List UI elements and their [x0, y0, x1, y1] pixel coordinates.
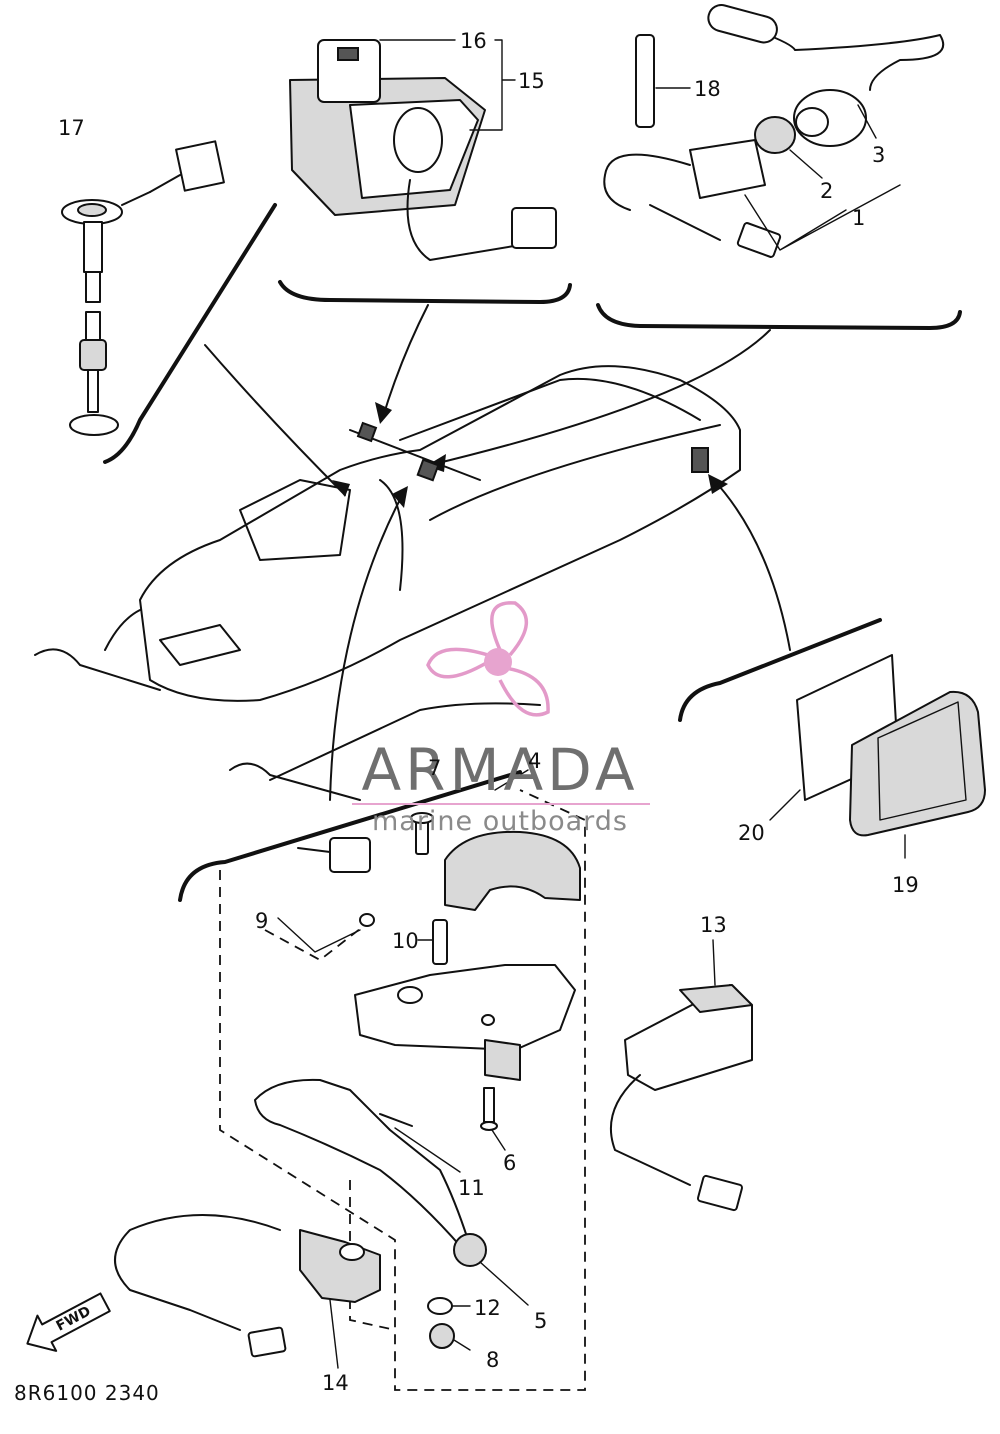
arrow-head	[392, 486, 408, 508]
collar-10	[432, 919, 448, 965]
watermark-propeller-logo	[426, 601, 550, 717]
throttle-sensor-switch-14	[114, 1214, 381, 1358]
dash-guide	[349, 1180, 396, 1331]
callout-4: 4	[528, 749, 541, 773]
leader-8	[453, 1339, 471, 1351]
leader-20	[769, 789, 801, 821]
callout-2: 2	[820, 179, 833, 203]
callout-1: 1	[852, 206, 865, 230]
tail-light	[796, 654, 986, 837]
callout-13: 13	[700, 913, 727, 937]
callout-15: 15	[518, 69, 545, 93]
callout-10: 10	[392, 929, 419, 953]
callout-12: 12	[474, 1296, 501, 1320]
throttle-lever	[254, 1078, 487, 1267]
reference-code: 8R6100 2340	[14, 1381, 160, 1405]
leader-6	[491, 1129, 506, 1151]
dash-frame-main	[219, 789, 586, 1391]
screw-6	[480, 1087, 498, 1131]
group-bracket-taillight	[678, 618, 882, 722]
group-bracket-middle	[278, 280, 572, 304]
pivot-bolt-7	[410, 812, 434, 855]
leader-15	[469, 39, 516, 131]
leader-13	[712, 939, 716, 986]
leader-2	[789, 149, 823, 179]
callout-18: 18	[694, 77, 721, 101]
dash-frame-inner	[264, 924, 366, 962]
leader-11	[394, 1127, 461, 1173]
group-bracket-right	[596, 303, 962, 330]
screw-11	[379, 1113, 413, 1127]
throttle-housing-base	[354, 964, 576, 1081]
callout-7: 7	[428, 756, 441, 780]
callout-20: 20	[738, 821, 765, 845]
main-switch-assembly	[603, 4, 945, 258]
nut-12	[427, 1297, 453, 1315]
watermark-tagline: marine outboards	[372, 806, 628, 837]
leader-4	[494, 769, 529, 791]
callout-9: 9	[255, 909, 268, 933]
callout-8: 8	[486, 1348, 499, 1372]
nut-8	[429, 1323, 455, 1349]
leader-14	[329, 1299, 339, 1369]
callout-16: 16	[460, 29, 487, 53]
cdi-unit-assembly	[289, 39, 557, 261]
callout-19: 19	[892, 873, 919, 897]
fuel-gauge-sender	[61, 140, 225, 436]
callout-3: 3	[872, 143, 885, 167]
leader-ignition-group	[204, 344, 346, 496]
group-bracket-left	[103, 203, 277, 464]
small-switch-9	[297, 837, 375, 927]
callout-17: 17	[58, 116, 85, 140]
leader-9	[277, 917, 361, 953]
leader-throttle-group	[329, 489, 406, 801]
callout-5: 5	[534, 1309, 547, 1333]
cdi-module-13	[609, 984, 753, 1212]
group-bracket-throttle	[178, 770, 522, 902]
leader-taillight-group	[711, 477, 791, 651]
leader-5	[479, 1261, 529, 1306]
forward-direction-arrow	[26, 1292, 111, 1352]
leader-switch-group	[429, 329, 771, 466]
watermark-brand: ARMADA	[361, 736, 638, 804]
leader-cdi-group	[381, 304, 429, 421]
callout-6: 6	[503, 1151, 516, 1175]
throttle-housing-cover	[444, 830, 581, 911]
leader-3	[857, 104, 877, 139]
arrow-head	[375, 402, 392, 424]
leader-1	[744, 184, 901, 251]
callout-14: 14	[322, 1371, 349, 1395]
callout-11: 11	[458, 1176, 485, 1200]
snowmobile-body	[34, 365, 741, 801]
